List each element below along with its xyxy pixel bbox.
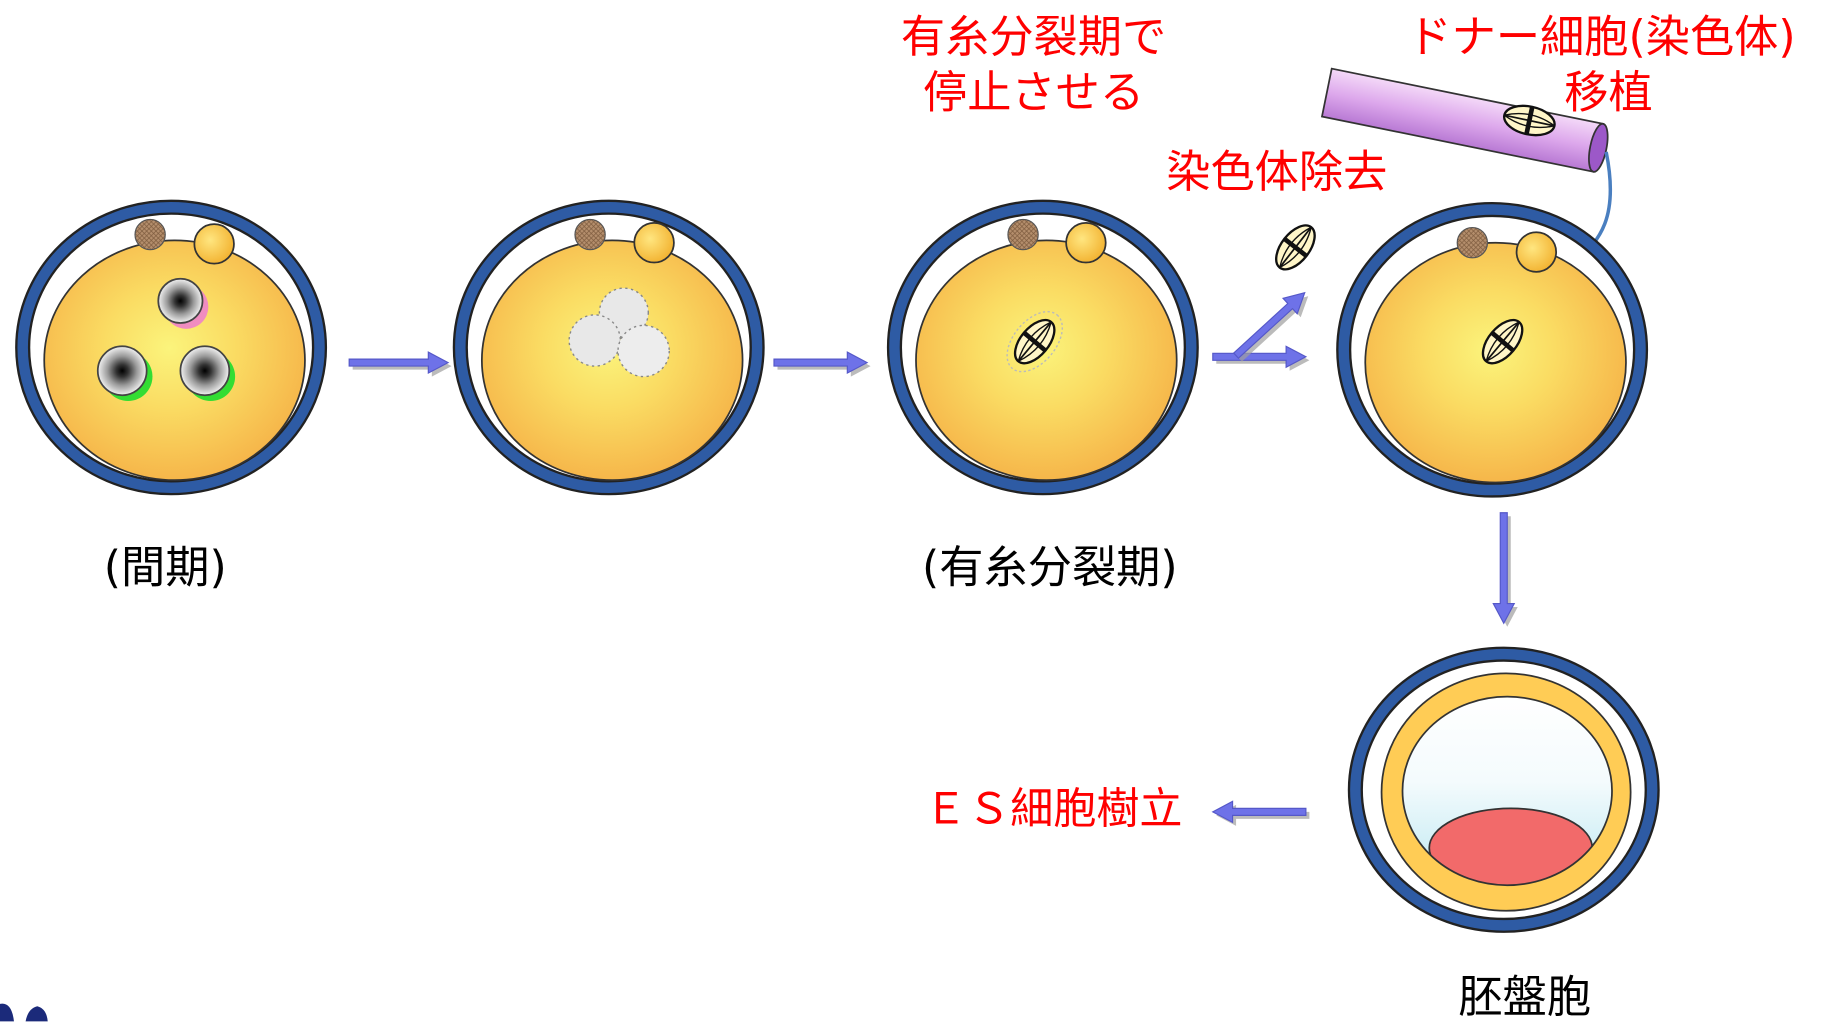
nucleus [96,345,153,402]
egg-interphase [15,199,328,496]
blastocoel-outline [1401,695,1613,887]
donor-label-line2: 移植 [1564,68,1652,119]
cytoplasm [43,239,306,482]
pipette-tip [1588,122,1609,173]
donor-label-line1: ドナー細胞(染色体) [1407,12,1795,63]
egg-prometaphase [452,199,765,496]
dissolving-nucleus [568,314,622,367]
egg-reconstructed [1336,201,1649,498]
polar-body-brown [134,218,166,251]
removal-label: 染色体除去 [1166,147,1387,198]
arrow-left [1211,800,1310,826]
arrow-down [1492,512,1518,627]
polar-body-brown [574,218,606,251]
polar-body-yellow [633,222,675,264]
egg-mitosis [886,199,1199,496]
arrest-label-line1: 有糸分裂期で [901,12,1166,63]
injection-pipette [1320,67,1609,173]
cytoplasm [480,239,744,482]
nucleus [157,277,209,329]
nucleus [179,345,236,402]
arrow-right-1 [348,351,452,377]
arrow-removal [1232,291,1309,362]
blastocyst-label: 胚盤胞 [1458,972,1591,1022]
arrow-right-3 [1212,345,1310,371]
dissolving-nucleus [617,324,670,378]
polar-body-yellow [1515,231,1558,273]
removed-spindle [1269,219,1323,277]
blastocyst [1347,646,1660,933]
logo-fragment [0,1003,48,1022]
arrow-right-2 [773,351,871,377]
polar-body-brown [1456,227,1489,259]
polar-body-brown [1007,218,1039,251]
polar-body-yellow [1065,222,1107,264]
es-establish-label: ＥＳ細胞樹立 [924,785,1182,835]
arrest-label-line2: 停止させる [923,68,1144,119]
polar-body-yellow [193,223,235,265]
interphase-label: (間期) [104,543,227,594]
metaphase-spindle [996,301,1073,381]
mitosis-label: (有糸分裂期) [922,543,1178,594]
